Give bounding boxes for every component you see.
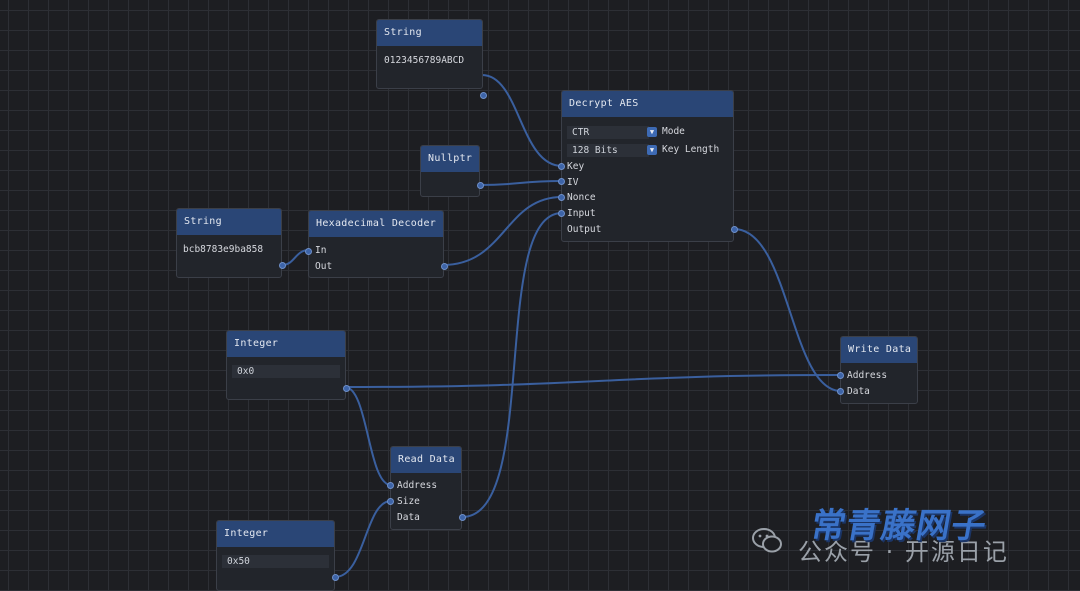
string-node-nonce[interactable]: String bcb8783e9ba858: [176, 208, 286, 278]
integer-input[interactable]: 0x50: [222, 555, 329, 568]
integer-node-address[interactable]: Integer 0x0: [226, 330, 350, 400]
data-pin[interactable]: [837, 388, 844, 395]
node-title[interactable]: Integer: [227, 331, 345, 357]
wire-output-to-writedata[interactable]: [733, 228, 842, 392]
key-length-dropdown[interactable]: 128 Bits: [567, 144, 649, 157]
read-data-node[interactable]: Read Data Address Size Data: [387, 446, 466, 530]
nonce-pin[interactable]: [558, 194, 565, 201]
string-value[interactable]: 0123456789ABCD: [384, 55, 465, 66]
in-label: In: [315, 245, 327, 256]
address-label: Address: [397, 480, 438, 491]
address-pin[interactable]: [387, 482, 394, 489]
wire-nullptr-to-iv[interactable]: [479, 180, 563, 186]
key-length-label: Key Length: [662, 144, 720, 155]
watermark: 公众号 · 开源日记 常青藤网子: [752, 490, 1052, 580]
mode-label: Mode: [662, 126, 685, 137]
out-label: Out: [315, 261, 333, 272]
output-label: Output: [567, 224, 602, 235]
nonce-label: Nonce: [567, 192, 596, 203]
nullptr-node[interactable]: Nullptr: [420, 145, 484, 197]
node-title[interactable]: Read Data: [391, 447, 461, 473]
output-pin[interactable]: [332, 574, 339, 581]
in-pin[interactable]: [305, 248, 312, 255]
output-pin[interactable]: [477, 182, 484, 189]
node-title[interactable]: Decrypt AES: [562, 91, 733, 117]
string-node-key[interactable]: String 0123456789ABCD: [376, 19, 487, 99]
write-data-node[interactable]: Write Data Address Data: [837, 336, 918, 404]
output-pin[interactable]: [480, 92, 487, 99]
integer-input[interactable]: 0x0: [232, 365, 340, 378]
wire-hexdec-to-nonce[interactable]: [442, 196, 563, 266]
node-title[interactable]: Hexadecimal Decoder: [309, 211, 443, 237]
size-pin[interactable]: [387, 498, 394, 505]
out-pin[interactable]: [441, 263, 448, 270]
data-pin[interactable]: [459, 514, 466, 521]
wire-integer-to-readaddress[interactable]: [344, 386, 392, 486]
wire-string-to-key[interactable]: [481, 74, 563, 167]
iv-label: IV: [567, 177, 579, 188]
key-pin[interactable]: [558, 163, 565, 170]
chevron-down-icon[interactable]: ▼: [647, 127, 657, 137]
watermark-subtitle: 公众号 · 开源日记: [798, 538, 1009, 566]
wire-integer-to-readsize[interactable]: [334, 500, 392, 578]
output-pin[interactable]: [731, 226, 738, 233]
wire-integer-to-writeaddress[interactable]: [344, 374, 842, 388]
input-pin[interactable]: [558, 210, 565, 217]
mode-dropdown[interactable]: CTR: [567, 126, 649, 139]
data-label: Data: [397, 512, 420, 523]
node-title[interactable]: Nullptr: [421, 146, 479, 172]
wechat-icon: [752, 528, 782, 553]
address-pin[interactable]: [837, 372, 844, 379]
address-label: Address: [847, 370, 888, 381]
key-length-value: 128 Bits: [572, 145, 618, 156]
node-title[interactable]: String: [377, 20, 482, 46]
size-label: Size: [397, 496, 420, 507]
data-label: Data: [847, 386, 870, 397]
node-title[interactable]: Write Data: [841, 337, 917, 363]
integer-node-size[interactable]: Integer 0x50: [216, 520, 339, 591]
key-label: Key: [567, 161, 585, 172]
watermark-title: 常青藤网子: [807, 506, 990, 546]
input-label: Input: [567, 208, 596, 219]
wire-readdata-to-input[interactable]: [461, 212, 563, 518]
output-pin[interactable]: [279, 262, 286, 269]
node-title[interactable]: String: [177, 209, 281, 235]
mode-value: CTR: [572, 127, 590, 138]
node-title[interactable]: Integer: [217, 521, 334, 547]
hex-decoder-node[interactable]: Hexadecimal Decoder In Out: [305, 210, 448, 278]
string-value[interactable]: bcb8783e9ba858: [183, 244, 264, 255]
output-pin[interactable]: [343, 385, 350, 392]
iv-pin[interactable]: [558, 178, 565, 185]
chevron-down-icon[interactable]: ▼: [647, 145, 657, 155]
decrypt-aes-node[interactable]: Decrypt AES CTR ▼ Mode 128 Bits ▼ Key Le…: [558, 90, 738, 242]
